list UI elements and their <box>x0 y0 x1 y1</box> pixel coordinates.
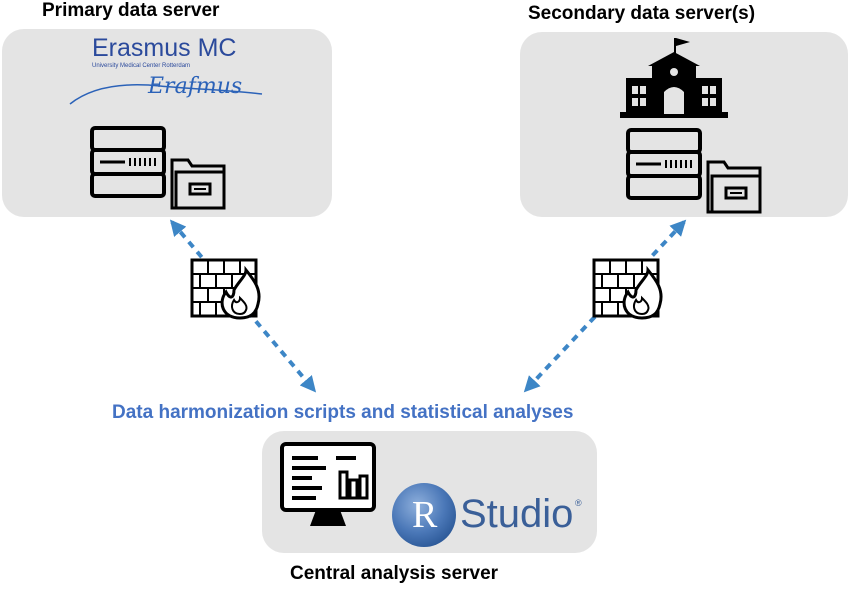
firewall-icon <box>592 258 663 320</box>
school-building-icon <box>620 38 728 118</box>
rstudio-r-letter: R <box>412 494 438 536</box>
secondary-server-title: Secondary data server(s) <box>528 3 756 24</box>
firewall-icon <box>190 258 261 320</box>
middle-caption: Data harmonization scripts and statistic… <box>112 402 574 423</box>
server-icon <box>626 128 702 200</box>
primary-server-title: Primary data server <box>42 0 220 21</box>
folder-icon <box>706 160 762 214</box>
logo-subtitle: University Medical Center Rotterdam <box>92 63 191 69</box>
primary-server-box <box>2 29 332 217</box>
rstudio-word: Studio <box>460 492 574 536</box>
logo-name: Erasmus MC <box>92 34 237 62</box>
rstudio-registered-mark: ® <box>575 498 582 508</box>
folder-icon <box>170 158 226 210</box>
logo-swoosh <box>69 84 263 105</box>
server-icon <box>90 126 166 198</box>
central-server-title: Central analysis server <box>290 563 499 584</box>
computer-chart-icon <box>280 442 376 526</box>
rstudio-logo <box>392 483 456 547</box>
